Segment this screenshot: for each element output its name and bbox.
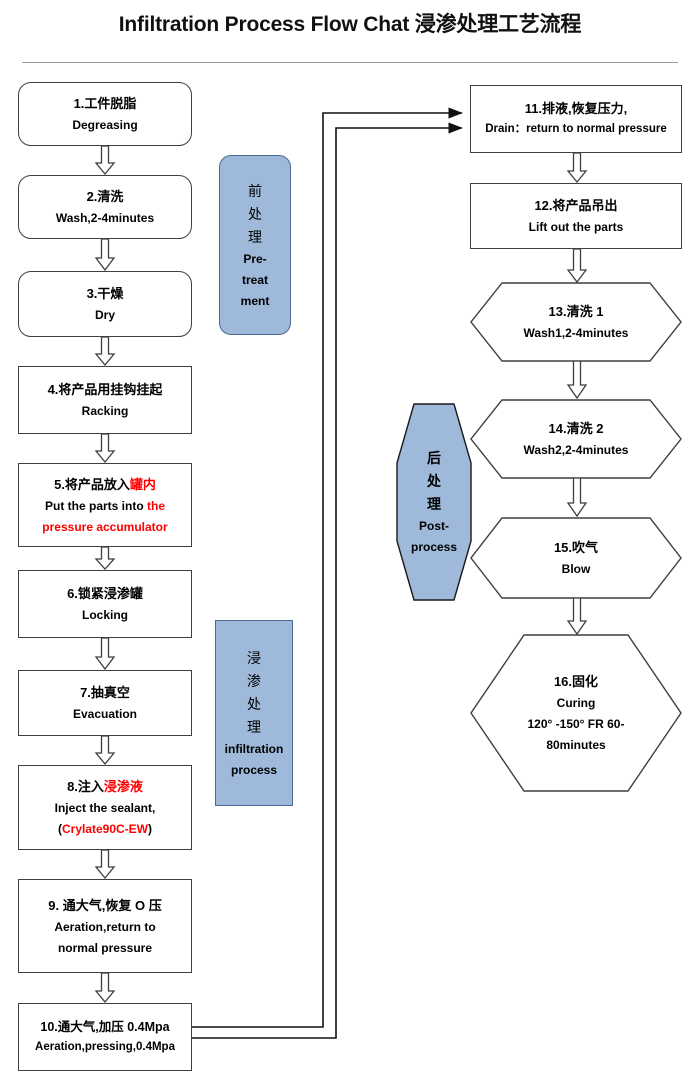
band-line: 处 <box>248 205 262 222</box>
node-step5[interactable]: 5.将产品放入罐内 Put the parts into the pressur… <box>18 463 192 547</box>
node-text: 15.吹气 Blow <box>470 517 682 599</box>
node-line: 4.将产品用挂钩挂起 <box>47 382 163 397</box>
node-step8[interactable]: 8.注入浸渗液 Inject the sealant, (Crylate90C-… <box>18 765 192 850</box>
band-line: 处 <box>247 695 261 712</box>
node-step2[interactable]: 2.清洗 Wash,2-4minutes <box>18 175 192 239</box>
node-text: 13.清洗 1 Wash1,2-4minutes <box>470 282 682 362</box>
hexagon-shape <box>470 634 682 792</box>
band-line: 浸 <box>247 649 261 666</box>
arrow-step1-step2 <box>94 145 116 176</box>
node-line: Dry <box>94 308 115 322</box>
node-line: Wash,2-4minutes <box>55 211 155 225</box>
node-line: Aeration,return to <box>54 919 156 934</box>
node-line: pressure accumulator <box>42 519 168 534</box>
arrow-step11-step12 <box>566 152 588 184</box>
band-line: process <box>230 762 278 777</box>
band-line: 处 <box>427 473 441 489</box>
node-text: 14.清洗 2 Wash2,2-4minutes <box>470 399 682 479</box>
node-line: 16.固化 <box>553 674 599 689</box>
arrow-step8-step9 <box>94 849 116 880</box>
node-step1[interactable]: 1.工件脱脂 Degreasing <box>18 82 192 146</box>
node-line: Locking <box>81 608 128 622</box>
band-line: 前 <box>248 182 262 199</box>
node-line: 9. 通大气,恢复 O 压 <box>48 897 162 913</box>
node-line: 10.通大气,加压 0.4Mpa <box>40 1019 170 1034</box>
node-line: (Crylate90C-EW) <box>57 822 153 836</box>
arrow-step6-step7 <box>94 637 116 671</box>
hexagon-shape <box>470 282 682 362</box>
node-line: Put the parts into the <box>45 498 165 513</box>
band-line: ment <box>240 293 270 308</box>
node-line: Wash2,2-4minutes <box>523 443 629 457</box>
node-line: Aeration,pressing,0.4Mpa <box>35 1041 175 1053</box>
node-step3[interactable]: 3.干燥 Dry <box>18 271 192 337</box>
node-line: 2.清洗 <box>86 189 124 204</box>
node-line: 6.锁紧浸渗罐 <box>67 586 143 601</box>
node-line: 7.抽真空 <box>80 685 130 700</box>
node-line: 11.排液,恢复压力, <box>524 101 628 117</box>
band-line: 渗 <box>247 672 261 689</box>
band-line: 理 <box>247 718 261 735</box>
band-line: treat <box>241 272 268 287</box>
node-line: 15.吹气 <box>553 540 599 555</box>
arrow-step3-step4 <box>94 336 116 367</box>
node-step13[interactable]: 13.清洗 1 Wash1,2-4minutes <box>470 282 682 362</box>
arrow-step12-step13 <box>566 248 588 284</box>
node-line: 5.将产品放入罐内 <box>54 476 156 492</box>
node-line: 12.将产品吊出 <box>534 198 618 213</box>
node-line: Evacuation <box>72 707 138 721</box>
node-line: normal pressure <box>57 940 153 955</box>
band-line: process <box>410 540 458 554</box>
hexagon-shape <box>470 399 682 479</box>
node-text: 16.固化 Curing 120° -150° FR 60- 80minutes <box>470 634 682 792</box>
band-infiltration: 浸 渗 处 理 infiltration process <box>215 620 293 806</box>
arrow-step13-step14 <box>566 360 588 400</box>
band-postprocess: 后 处 理 Post- process <box>396 403 472 601</box>
band-line: Post- <box>419 519 449 533</box>
arrow-step7-step8 <box>94 735 116 766</box>
node-step11[interactable]: 11.排液,恢复压力, Drain：return to normal press… <box>470 85 682 153</box>
node-step12[interactable]: 12.将产品吊出 Lift out the parts <box>470 183 682 249</box>
node-line: Drain：return to normal pressure <box>485 123 667 136</box>
node-step6[interactable]: 6.锁紧浸渗罐 Locking <box>18 570 192 638</box>
node-line: 120° -150° FR 60- <box>527 717 625 731</box>
page-title: Infiltration Process Flow Chat 浸渗处理工艺流程 <box>118 13 582 36</box>
node-line: Blow <box>561 562 591 576</box>
node-step14[interactable]: 14.清洗 2 Wash2,2-4minutes <box>470 399 682 479</box>
node-line: 1.工件脱脂 <box>73 96 137 111</box>
band-line: 理 <box>427 496 441 512</box>
node-line: Lift out the parts <box>528 220 624 234</box>
node-line: 8.注入浸渗液 <box>67 779 143 794</box>
node-line: Curing <box>556 696 596 710</box>
band-line: 后 <box>427 450 441 466</box>
band-line: infiltration <box>224 741 284 756</box>
node-step7[interactable]: 7.抽真空 Evacuation <box>18 670 192 736</box>
node-line: Wash1,2-4minutes <box>523 326 629 340</box>
hexagon-shape <box>470 517 682 599</box>
node-line: 13.清洗 1 <box>548 304 604 319</box>
node-step9[interactable]: 9. 通大气,恢复 O 压 Aeration,return to normal … <box>18 879 192 973</box>
band-pretreatment: 前 处 理 Pre- treat ment <box>219 155 291 335</box>
band-line: Pre- <box>243 251 267 266</box>
title-divider <box>22 62 678 63</box>
node-step4[interactable]: 4.将产品用挂钩挂起 Racking <box>18 366 192 434</box>
node-step10[interactable]: 10.通大气,加压 0.4Mpa Aeration,pressing,0.4Mp… <box>18 1003 192 1071</box>
node-step15[interactable]: 15.吹气 Blow <box>470 517 682 599</box>
node-step16[interactable]: 16.固化 Curing 120° -150° FR 60- 80minutes <box>470 634 682 792</box>
arrow-step9-step10 <box>94 972 116 1004</box>
node-line: 3.干燥 <box>86 286 124 301</box>
arrow-step14-step15 <box>566 477 588 518</box>
arrow-step2-step3 <box>94 238 116 272</box>
band-text: 后 处 理 Post- process <box>396 403 472 601</box>
band-line: 理 <box>248 228 262 245</box>
arrow-step4-step5 <box>94 433 116 464</box>
node-line: 14.清洗 2 <box>548 421 604 436</box>
node-line: Inject the sealant, <box>54 801 156 815</box>
node-line: 80minutes <box>546 738 606 752</box>
node-line: Degreasing <box>72 118 138 132</box>
arrow-step5-step6 <box>94 546 116 570</box>
arrow-step15-step16 <box>566 597 588 636</box>
node-line: Racking <box>81 404 129 418</box>
